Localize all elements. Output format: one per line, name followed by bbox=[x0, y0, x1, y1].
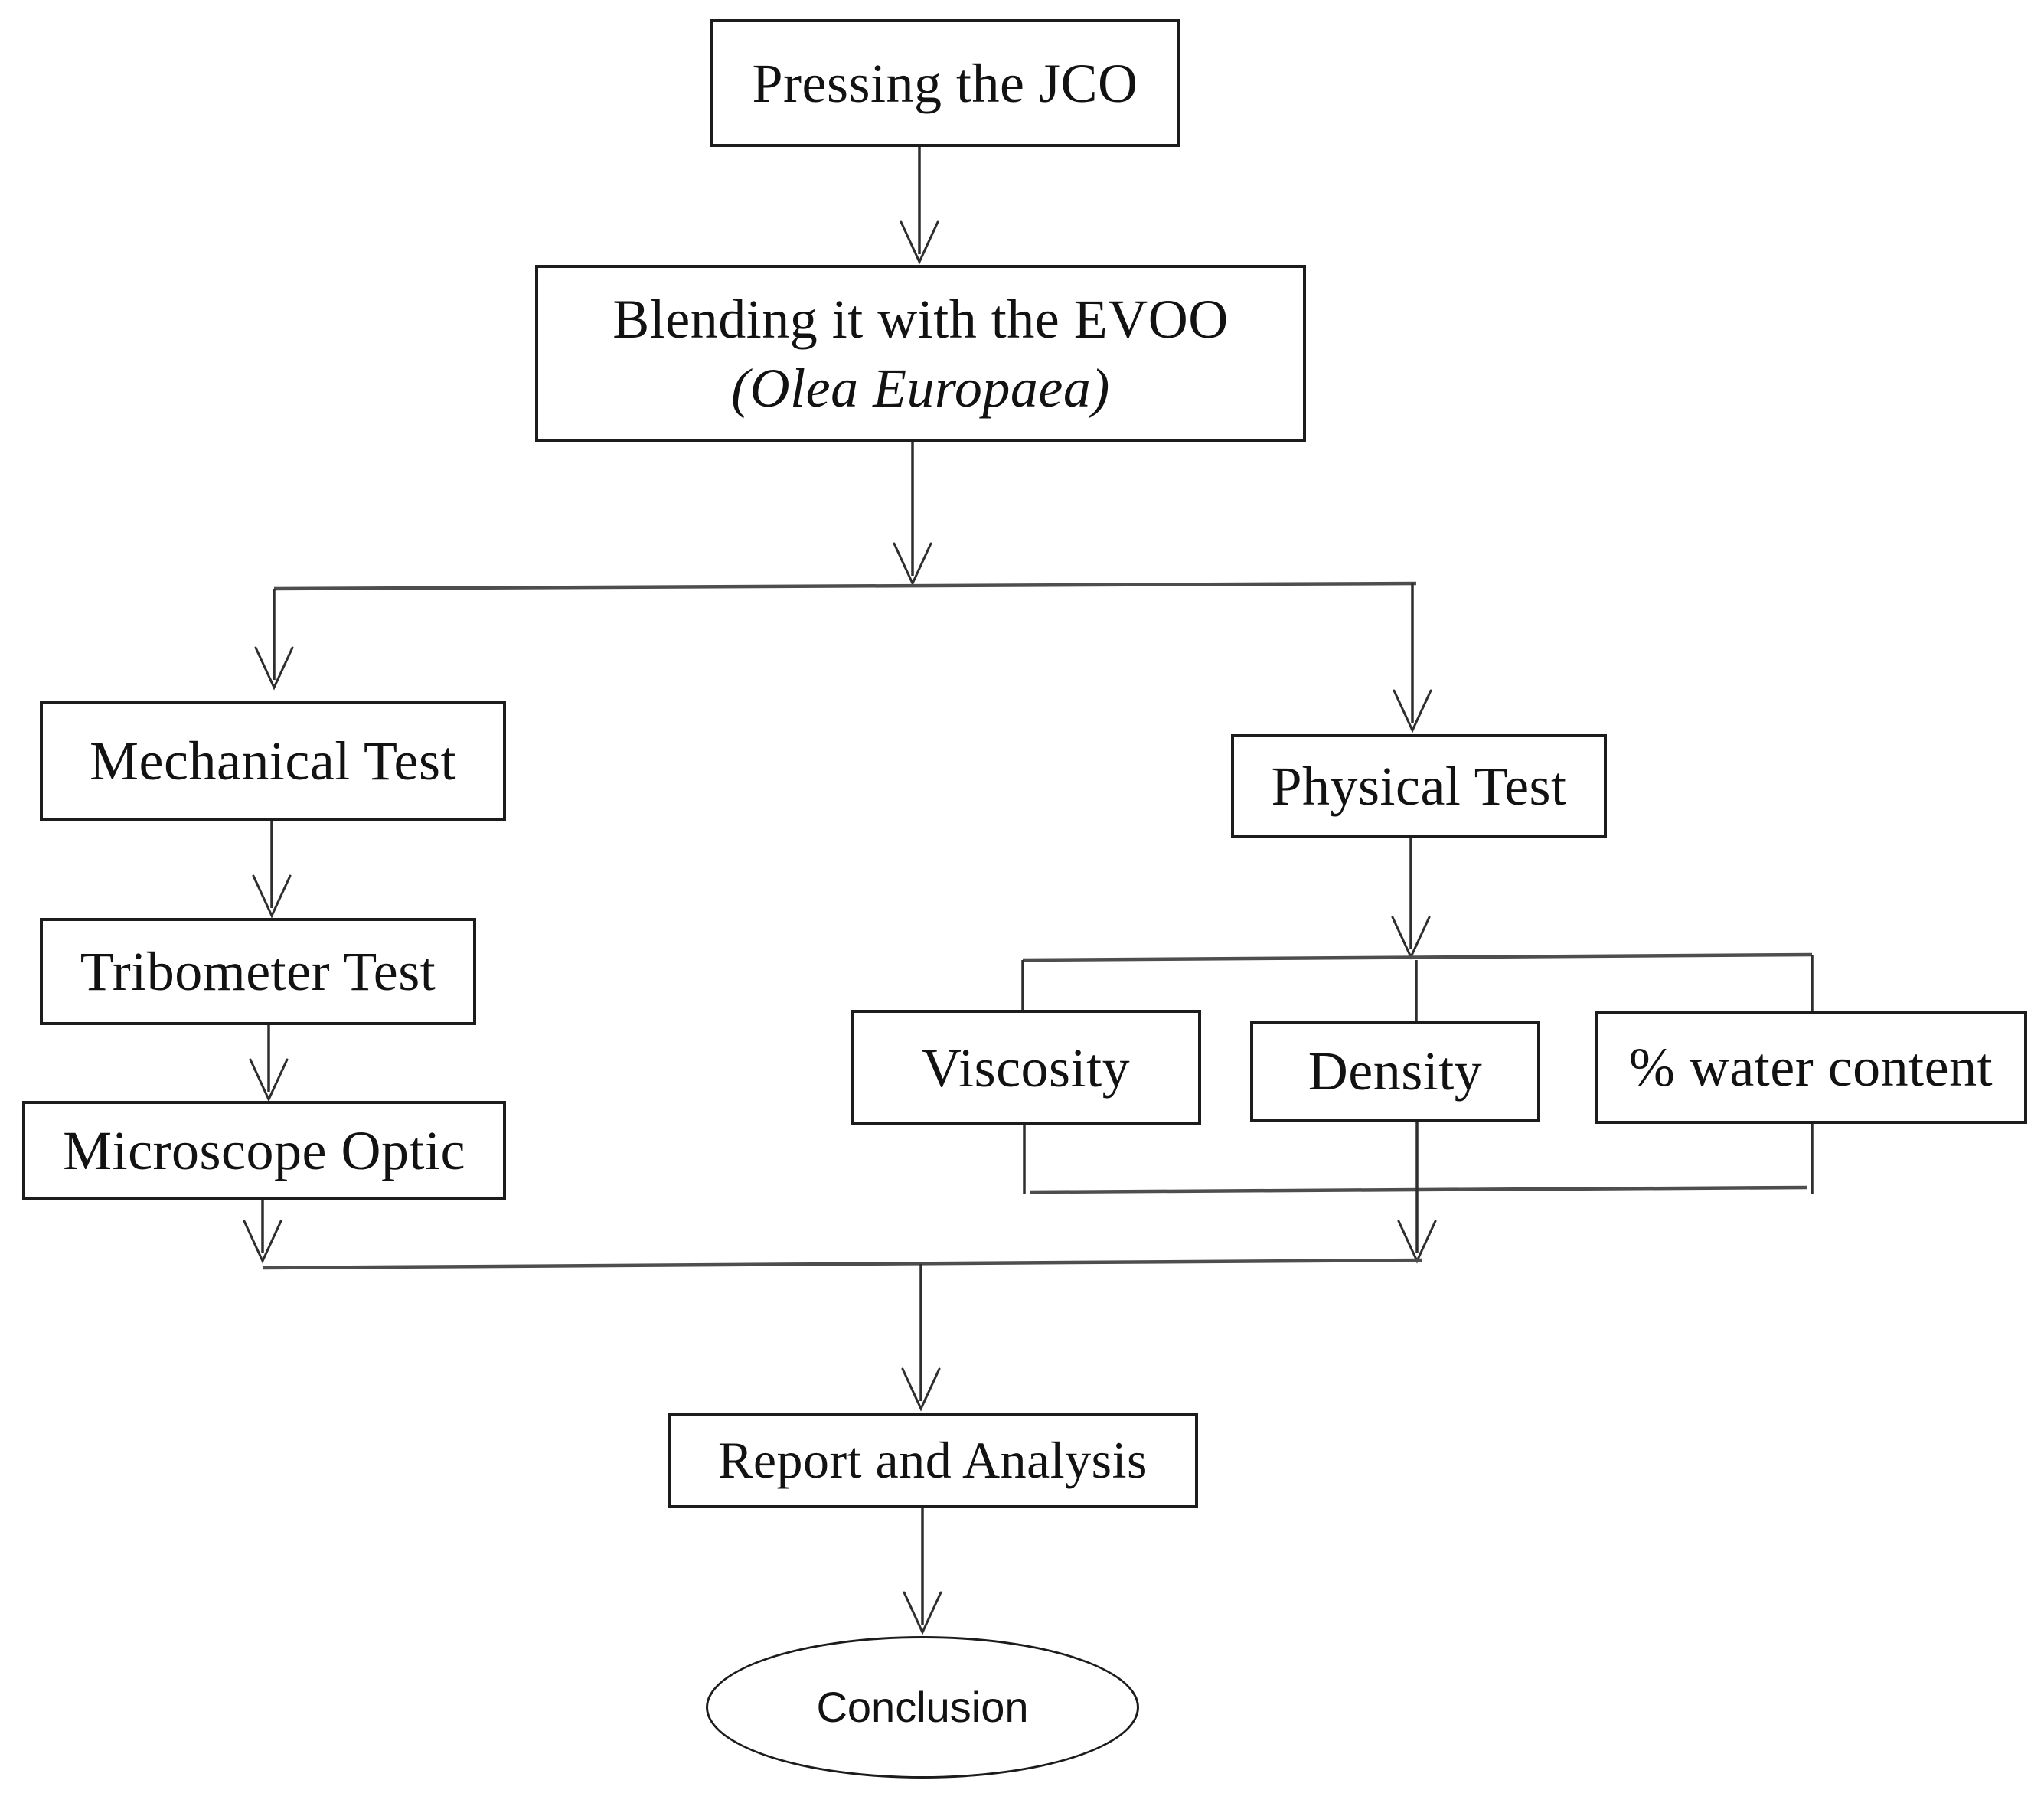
node-water-content-label: % water content bbox=[1628, 1037, 1993, 1098]
arrowhead-report-to-conclusion bbox=[903, 1591, 942, 1635]
arrowhead-mechanical-to-tribometer bbox=[252, 874, 292, 919]
node-viscosity-label: Viscosity bbox=[921, 1037, 1131, 1099]
arrowhead-split-to-physical bbox=[1393, 689, 1432, 733]
node-viscosity: Viscosity bbox=[851, 1010, 1201, 1125]
node-tribometer-label: Tribometer Test bbox=[80, 941, 436, 1002]
node-blending-label-line1: Blending it with the EVOO bbox=[612, 288, 1229, 350]
arrowhead-merge-to-report bbox=[901, 1367, 941, 1412]
merge-line bbox=[262, 1258, 1422, 1270]
node-mechanical-test: Mechanical Test bbox=[40, 701, 506, 821]
arrowhead-split-to-mechanical bbox=[254, 646, 294, 691]
node-microscope-optic: Microscope Optic bbox=[22, 1101, 506, 1200]
arrowhead-tribometer-to-microscope bbox=[249, 1058, 289, 1102]
node-pressing-the-jco: Pressing the JCO bbox=[710, 19, 1180, 147]
arrowhead-blending-to-split bbox=[893, 542, 932, 586]
node-blending-evoo: Blending it with the EVOO (Olea Europaea… bbox=[535, 265, 1306, 442]
node-report-label: Report and Analysis bbox=[717, 1431, 1148, 1489]
arrowhead-pressing-to-blending bbox=[900, 220, 939, 265]
node-pressing-label: Pressing the JCO bbox=[752, 52, 1138, 114]
node-report-and-analysis: Report and Analysis bbox=[668, 1413, 1198, 1508]
split-line-top bbox=[273, 581, 1417, 591]
node-physical-label: Physical Test bbox=[1271, 755, 1567, 817]
node-tribometer-test: Tribometer Test bbox=[40, 918, 476, 1025]
split-line-physical bbox=[1022, 952, 1813, 962]
node-density-label: Density bbox=[1308, 1040, 1483, 1102]
node-water-content: % water content bbox=[1595, 1011, 2027, 1124]
node-microscope-label: Microscope Optic bbox=[63, 1120, 465, 1181]
node-conclusion: Conclusion bbox=[706, 1636, 1139, 1779]
arrowhead-microscope-to-merge bbox=[243, 1220, 282, 1264]
node-mechanical-label: Mechanical Test bbox=[90, 730, 456, 792]
node-physical-test: Physical Test bbox=[1231, 734, 1607, 838]
node-conclusion-label: Conclusion bbox=[816, 1683, 1029, 1731]
node-density: Density bbox=[1250, 1021, 1540, 1122]
node-blending-label-line2: (Olea Europaea) bbox=[731, 357, 1110, 419]
